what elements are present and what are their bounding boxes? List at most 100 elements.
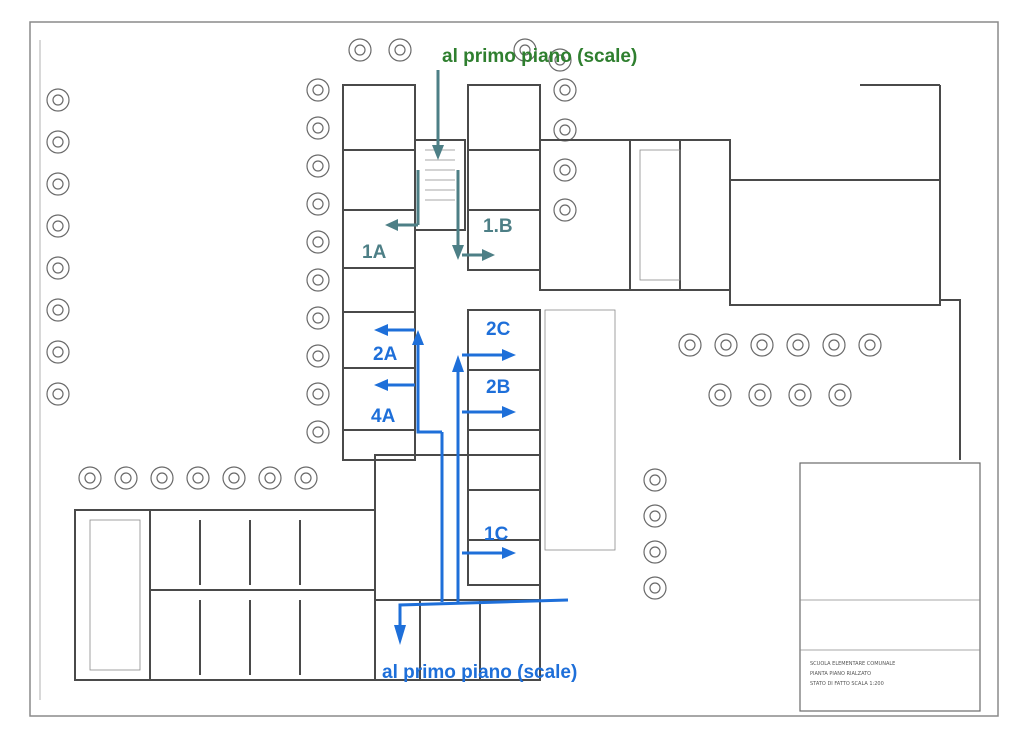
tree-icon [553, 158, 577, 182]
tree-icon-center [714, 389, 726, 401]
tree-icon-center [52, 94, 64, 106]
tree-icon-center [312, 274, 324, 286]
tree-icon-center [720, 339, 732, 351]
gym-block [539, 139, 731, 291]
tree-icon-center [649, 582, 661, 594]
tree-icon-center [754, 389, 766, 401]
tree-icon-center [312, 312, 324, 324]
tree-icon-center [120, 472, 132, 484]
room-2a-label: 2A [373, 344, 398, 365]
tree-icon [294, 466, 318, 490]
tree-icon-center [52, 304, 64, 316]
building-walls [74, 84, 961, 681]
arrow-head-down [394, 625, 406, 645]
tree-icon-center [312, 160, 324, 172]
detail-rect [639, 149, 681, 281]
tree-icon-center [554, 54, 566, 66]
tree-icon [306, 116, 330, 140]
tree-icon [306, 268, 330, 292]
tree-icon [643, 540, 667, 564]
trees-group [46, 38, 882, 600]
site-edge-right [939, 85, 961, 460]
bottom-route-label: al primo piano (scale) [382, 662, 577, 683]
room-2c-label: 2C [486, 319, 511, 340]
tree-icon-center [559, 84, 571, 96]
title-block-line2: PIANTA PIANO RIALZATO [810, 671, 871, 677]
room-1c-label: 1C [484, 524, 509, 545]
tree-icon-center [52, 220, 64, 232]
tree-icon [258, 466, 282, 490]
tree-icon [788, 383, 812, 407]
tree-icon [643, 468, 667, 492]
tree-icon [306, 192, 330, 216]
arrow-head-right [502, 349, 516, 361]
top-route-label: al primo piano (scale) [442, 46, 637, 67]
tree-icon-center [228, 472, 240, 484]
tree-icon [348, 38, 372, 62]
tree-icon [643, 576, 667, 600]
arrow-head-up [412, 330, 424, 345]
tree-icon [186, 466, 210, 490]
tree-icon [46, 340, 70, 364]
tree-icon [46, 130, 70, 154]
route-arrows-blue [374, 324, 569, 645]
sheet-border [29, 21, 999, 717]
route-line-entrance [398, 598, 569, 630]
tree-icon-center [312, 236, 324, 248]
arrow-head-down [432, 145, 444, 160]
tree-icon [150, 466, 174, 490]
tree-icon [46, 88, 70, 112]
tree-icon-center [312, 122, 324, 134]
arrow-head-up [452, 355, 464, 372]
tree-icon [858, 333, 882, 357]
tree-icon-center [756, 339, 768, 351]
tree-icon-center [649, 474, 661, 486]
tree-icon [222, 466, 246, 490]
tree-icon [548, 48, 572, 72]
tree-icon-center [192, 472, 204, 484]
tree-icon-center [52, 178, 64, 190]
detail-rect [544, 309, 616, 551]
tree-icon [46, 382, 70, 406]
tree-icon-center [864, 339, 876, 351]
room-2b-label: 2B [486, 377, 510, 398]
tree-icon [114, 466, 138, 490]
wall-details [89, 149, 681, 671]
tree-icon-center [312, 388, 324, 400]
tree-icon-center [84, 472, 96, 484]
tree-icon-center [519, 44, 531, 56]
tree-icon [553, 118, 577, 142]
tree-icon-center [156, 472, 168, 484]
tree-icon-center [52, 262, 64, 274]
title-block: SCUOLA ELEMENTARE COMUNALE PIANTA PIANO … [799, 462, 981, 712]
tree-icon [748, 383, 772, 407]
tree-icon-center [354, 44, 366, 56]
wing-bottom [74, 509, 376, 681]
tree-icon-center [312, 84, 324, 96]
tree-icon [306, 230, 330, 254]
stair-block [414, 139, 466, 231]
wing-left-outer [342, 84, 416, 461]
tree-icon-center [794, 389, 806, 401]
tree-icon [822, 333, 846, 357]
arrow-head-left [374, 324, 388, 336]
tree-icon-center [834, 389, 846, 401]
tree-icon [678, 333, 702, 357]
detail-rect [89, 519, 141, 671]
tree-icon-center [52, 388, 64, 400]
tree-icon [306, 306, 330, 330]
tree-icon [643, 504, 667, 528]
tree-icon-center [559, 124, 571, 136]
arrow-head-right [502, 406, 516, 418]
route-arrows-green [385, 70, 495, 261]
route-line-left-bend [416, 340, 442, 434]
tree-icon [750, 333, 774, 357]
tree-icon [306, 382, 330, 406]
tree-icon-center [684, 339, 696, 351]
arrow-head-left [385, 219, 398, 231]
tree-icon-center [559, 204, 571, 216]
tree-icon-center [52, 136, 64, 148]
room-4a-label: 4A [371, 406, 396, 427]
tree-icon-center [312, 198, 324, 210]
tree-icon [306, 420, 330, 444]
